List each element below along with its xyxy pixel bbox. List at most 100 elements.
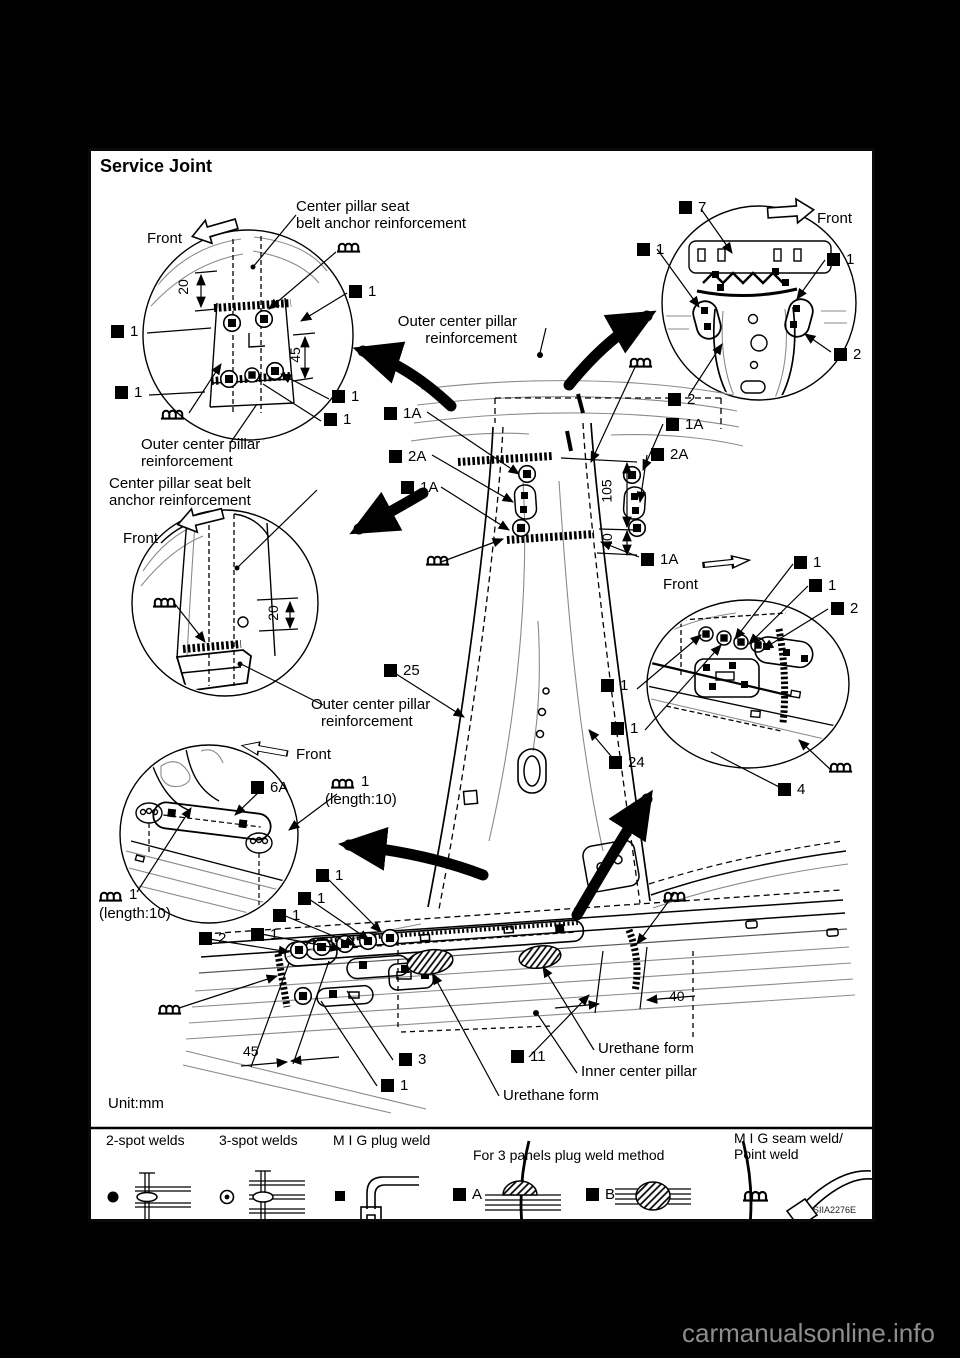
plug-weld-square-icon: [381, 1079, 394, 1092]
diagram-line-art: [91, 196, 872, 1219]
legend-mig-seam-label: M I G seam weld/ Point weld: [734, 1130, 843, 1162]
weld-marker-1: 1: [381, 1077, 408, 1094]
weld-marker-24: 24: [609, 754, 645, 771]
weld-marker-1: 1: [809, 577, 836, 594]
weld-marker-6A: 6A: [251, 779, 288, 796]
plug-weld-square-icon: [389, 450, 402, 463]
weld-marker-7: 7: [679, 199, 706, 216]
mig-seam-weld-icon: [629, 357, 653, 368]
dim-45-top-left: 45: [286, 347, 303, 363]
mig-seam-weld-icon: [99, 891, 123, 902]
plug-weld-square-icon: [834, 348, 847, 361]
weld-marker-2A: 2A: [389, 448, 426, 465]
plug-weld-square-icon: [666, 418, 679, 431]
label-center-pillar-seat-belt-anchor-top: Center pillar seat belt anchor reinforce…: [296, 198, 467, 232]
plug-weld-square-icon: [111, 325, 124, 338]
dim-40-bottom: 40: [669, 988, 685, 1004]
weld-marker-1: 1: [601, 677, 628, 694]
plug-weld-square-icon: [399, 1053, 412, 1066]
plug-weld-square-icon: [611, 722, 624, 735]
dim-20-top-left: 20: [174, 279, 191, 295]
plug-weld-square-icon: [794, 556, 807, 569]
legend-two-spot-label: 2-spot welds: [106, 1132, 185, 1148]
legend-three-spot-label: 3-spot welds: [219, 1132, 298, 1148]
front-label-bottom-left: Front: [296, 746, 332, 763]
plug-weld-square-icon: [637, 243, 650, 256]
plug-weld-square-icon: [251, 928, 264, 941]
dim-45-bottom: 45: [243, 1043, 259, 1059]
dimension-lines: [194, 270, 696, 1068]
plug-weld-square-icon: [349, 285, 362, 298]
label-outer-center-pillar-reinf-mid-left: Outer center pillar reinforcement: [311, 696, 431, 730]
detail-top-right: [666, 240, 847, 398]
mig-seam-weld-icon: [337, 242, 361, 253]
mig-seam-weld-icon: [829, 762, 853, 773]
front-label-top-left: Front: [147, 230, 183, 247]
plug-weld-b-symbol: [615, 1181, 691, 1211]
detail-view-arrows: [338, 310, 657, 921]
plug-weld-square-icon: [586, 1188, 599, 1201]
detail-mid-right: [649, 602, 837, 742]
weld-marker-2: 2: [668, 391, 695, 408]
plug-weld-square-icon: [778, 783, 791, 796]
weld-marker-1: 1: [332, 388, 359, 405]
plug-weld-square-icon: [384, 664, 397, 677]
plug-weld-square-icon: [251, 781, 264, 794]
weld-marker-1: 1: [298, 890, 325, 907]
weld-marker-1: 1: [794, 554, 821, 571]
plug-weld-square-icon: [827, 253, 840, 266]
label-inner-center-pillar: Inner center pillar: [581, 1063, 697, 1080]
mig-length-note: (length:10): [99, 905, 171, 922]
mig-seam-weld-icon: [331, 778, 355, 789]
plug-weld-square-icon: [609, 756, 622, 769]
legend-mig-plug-label: M I G plug weld: [333, 1132, 431, 1148]
weld-marker-4: 4: [778, 781, 805, 798]
weld-marker-25: 25: [384, 662, 420, 679]
plug-weld-square-icon: [641, 553, 654, 566]
mig-seam-weld-icon: [153, 597, 177, 608]
weld-marker-2: 2: [199, 930, 226, 947]
weld-marker-1: 1: [324, 411, 351, 428]
plug-weld-square-icon: [453, 1188, 466, 1201]
label-outer-center-pillar-reinf-center: Outer center pillar reinforcement: [397, 313, 517, 347]
plug-weld-square-icon: [511, 1050, 524, 1063]
plug-weld-square-icon: [298, 892, 311, 905]
label-outer-center-pillar-reinf-top-left: Outer center pillar reinforcement: [141, 436, 261, 470]
weld-marker-1A: 1A: [401, 479, 438, 496]
dim-105: 105: [598, 479, 615, 503]
legend-marker-A: A: [453, 1186, 482, 1203]
page-title: Service Joint: [100, 156, 213, 176]
detail-mid-left: [140, 513, 276, 692]
plug-weld-square-icon: [332, 390, 345, 403]
front-label-mid-right: Front: [663, 576, 699, 593]
weld-marker-2: 2: [834, 346, 861, 363]
unit-note: Unit:mm: [108, 1095, 164, 1112]
legend-art: [91, 1126, 872, 1219]
front-label-mid-left: Front: [123, 530, 159, 547]
weld-marker-1A: 1A: [666, 416, 703, 433]
urethane-form-blob-left: [406, 948, 454, 976]
mig-plug-weld-symbol: [335, 1176, 419, 1219]
weld-marker-1: 1: [611, 720, 638, 737]
weld-marker-1: 1: [827, 251, 854, 268]
plug-weld-square-icon: [831, 602, 844, 615]
legend-three-panels-label: For 3 panels plug weld method: [473, 1147, 665, 1163]
dim-40-mid: 40: [598, 533, 615, 549]
plug-weld-square-icon: [401, 481, 414, 494]
weld-marker-1: 1: [349, 283, 376, 300]
plug-weld-square-icon: [651, 448, 664, 461]
plug-weld-square-icon: [601, 679, 614, 692]
mig-seam-weld-symbol: [785, 1170, 872, 1219]
mig-seam-weld-icon: [158, 1004, 182, 1015]
weld-marker-1: 1: [111, 323, 138, 340]
mig-seam-weld-icon: [663, 891, 687, 902]
plug-weld-square-icon: [199, 932, 212, 945]
front-direction-arrows: [174, 196, 816, 761]
mig-seam-weld-length-callout: 1: [99, 886, 137, 903]
legend-marker-B: B: [586, 1186, 615, 1203]
mig-length-note: (length:10): [325, 791, 397, 808]
weld-marker-1: 1: [115, 384, 142, 401]
detail-circles: [119, 205, 857, 924]
plug-weld-a-symbol: [485, 1180, 561, 1211]
